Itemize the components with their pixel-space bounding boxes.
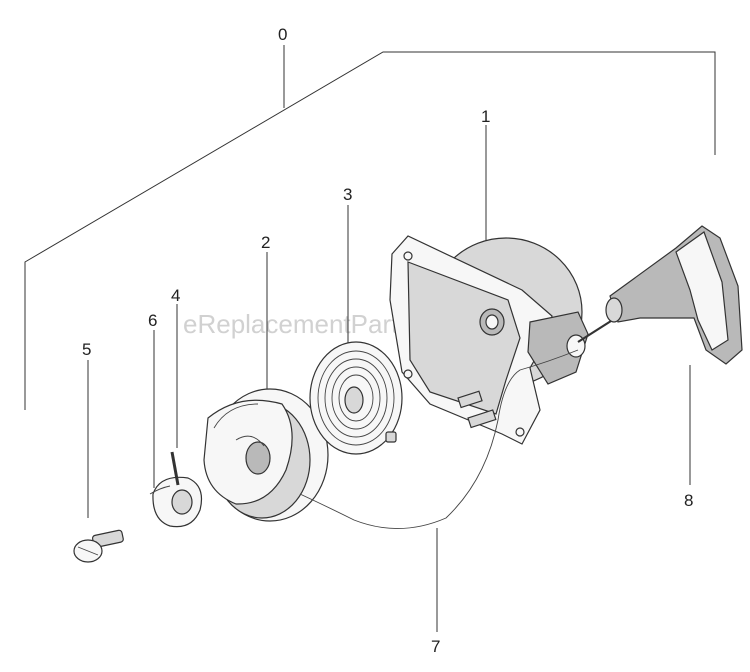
callout-4: 4 [171,286,180,305]
callout-8: 8 [684,491,693,510]
callout-1: 1 [481,107,490,126]
part-5-screw [73,360,124,563]
callout-6: 6 [148,311,157,330]
callout-7: 7 [431,637,440,656]
part-8-starter-handle [577,225,743,485]
part-3-recoil-spring [309,205,403,455]
part-4-spring-pin [170,304,180,486]
callout-2: 2 [261,233,270,252]
assembly-bracket [24,45,716,410]
callout-3: 3 [343,185,352,204]
part-7-starter-rope [299,349,579,632]
part-2-pulley [203,252,329,522]
part-1-starter-housing [389,125,589,445]
callout-labels: 0 1 2 3 4 5 6 7 8 [82,25,693,656]
part-6-pawl [149,330,203,528]
callout-0: 0 [278,25,287,44]
callout-5: 5 [82,340,91,359]
